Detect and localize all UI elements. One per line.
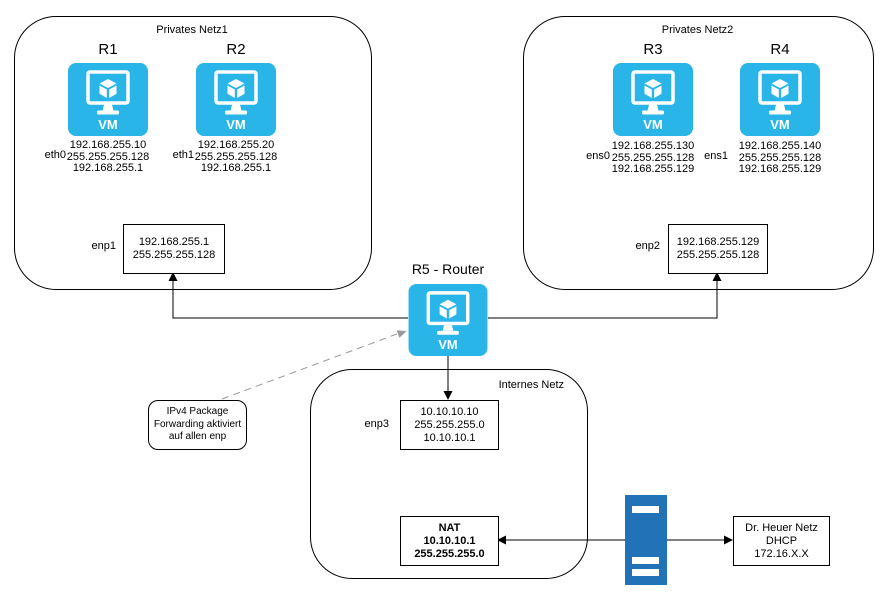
r2-vm-text: VM bbox=[226, 117, 246, 132]
text-line: 192.168.255.140 bbox=[738, 140, 822, 152]
r5-to-enp2-connector bbox=[488, 272, 722, 319]
text-line: 192.168.255.1 bbox=[200, 162, 272, 174]
enp1-address-box: 192.168.255.1 255.255.255.128 bbox=[123, 224, 225, 274]
dr-heuer-netz-box: Dr. Heuer Netz DHCP 172.16.X.X bbox=[733, 516, 830, 566]
enp2-address-box: 192.168.255.129 255.255.255.128 bbox=[668, 224, 768, 274]
text-line: 192.168.255.1 bbox=[138, 236, 210, 248]
network-netz1 bbox=[14, 16, 372, 290]
text-line: Dr. Heuer Netz bbox=[745, 521, 818, 534]
r4-title: R4 bbox=[770, 41, 790, 58]
r3-iface-label: ens0 bbox=[586, 150, 610, 162]
text-line: 192.168.255.10 bbox=[69, 139, 147, 151]
r2-ip-block: 192.168.255.20 255.255.255.128 192.168.2… bbox=[186, 139, 286, 175]
text-line: 192.168.255.129 bbox=[676, 236, 760, 248]
text-line: 10.10.10.1 bbox=[423, 431, 476, 444]
internes-label: Internes Netz bbox=[498, 379, 564, 391]
text-line: 192.168.255.129 bbox=[611, 163, 695, 175]
r4-ip-block: 192.168.255.140 255.255.255.128 192.168.… bbox=[730, 140, 830, 176]
text-line: 255.255.255.0 bbox=[414, 547, 485, 560]
r3-vm-icon: VM bbox=[613, 63, 693, 136]
note-to-r5-dashed-arrow bbox=[221, 330, 407, 400]
enp2-iface-label: enp2 bbox=[635, 240, 660, 252]
ipv4-forwarding-note: IPv4 Package Forwarding aktiviert auf al… bbox=[148, 400, 247, 450]
text-line: auf allen enp bbox=[168, 431, 227, 443]
text-line: 10.10.10.1 bbox=[423, 534, 476, 547]
r2-vm-icon: VM bbox=[196, 63, 276, 136]
text-line: 192.168.255.20 bbox=[197, 139, 275, 151]
r5-vm-text: VM bbox=[438, 337, 457, 352]
text-line: DHCP bbox=[765, 534, 798, 547]
nat-box: NAT 10.10.10.1 255.255.255.0 bbox=[400, 516, 499, 566]
text-line: 10.10.10.10 bbox=[420, 405, 479, 418]
text-line: IPv4 Package bbox=[166, 406, 229, 418]
nat-to-heuer-connector bbox=[497, 535, 733, 545]
enp1-iface-label: enp1 bbox=[91, 240, 116, 252]
r2-title: R2 bbox=[226, 41, 246, 58]
r4-vm-text: VM bbox=[770, 117, 790, 132]
r2-iface-label: eth1 bbox=[172, 149, 194, 161]
text-line: 192.168.255.130 bbox=[611, 140, 695, 152]
r1-vm-icon: VM bbox=[68, 63, 148, 136]
network-netz2 bbox=[523, 16, 874, 290]
r4-vm-icon: VM bbox=[740, 63, 820, 136]
netz1-label: Privates Netz1 bbox=[156, 24, 228, 36]
network-internes bbox=[310, 369, 588, 579]
text-line: 255.255.255.128 bbox=[611, 151, 695, 164]
r3-vm-text: VM bbox=[643, 117, 663, 132]
enp3-iface-label: enp3 bbox=[364, 418, 389, 430]
text-line: 255.255.255.128 bbox=[676, 249, 760, 261]
enp3-address-box: 10.10.10.10 255.255.255.0 10.10.10.1 bbox=[400, 400, 499, 450]
r3-title: R3 bbox=[643, 41, 663, 58]
text-line: 255.255.255.128 bbox=[194, 150, 278, 163]
server-icon bbox=[625, 495, 667, 585]
r5-to-enp3-connector bbox=[443, 356, 453, 400]
r5-title: R5 - Router bbox=[411, 261, 485, 277]
text-line: 255.255.255.128 bbox=[66, 150, 150, 163]
r1-iface-label: eth0 bbox=[44, 149, 66, 161]
text-line: 192.168.255.1 bbox=[72, 162, 144, 174]
netz2-label: Privates Netz2 bbox=[661, 24, 734, 36]
r1-title: R1 bbox=[98, 41, 118, 58]
text-line: 192.168.255.129 bbox=[738, 163, 822, 175]
r5-to-enp1-connector bbox=[168, 272, 408, 319]
r4-iface-label: ens1 bbox=[704, 150, 728, 162]
text-line: 255.255.255.0 bbox=[414, 418, 485, 431]
text-line: Forwarding aktiviert bbox=[153, 418, 242, 430]
text-line: 172.16.X.X bbox=[754, 547, 809, 560]
r1-vm-text: VM bbox=[98, 117, 118, 132]
text-line: 255.255.255.128 bbox=[738, 151, 822, 164]
r5-vm-icon: VM bbox=[408, 284, 488, 356]
r3-ip-block: 192.168.255.130 255.255.255.128 192.168.… bbox=[603, 140, 703, 176]
r1-ip-block: 192.168.255.10 255.255.255.128 192.168.2… bbox=[58, 139, 158, 175]
text-line: 255.255.255.128 bbox=[132, 249, 216, 261]
text-line: NAT bbox=[438, 521, 461, 534]
